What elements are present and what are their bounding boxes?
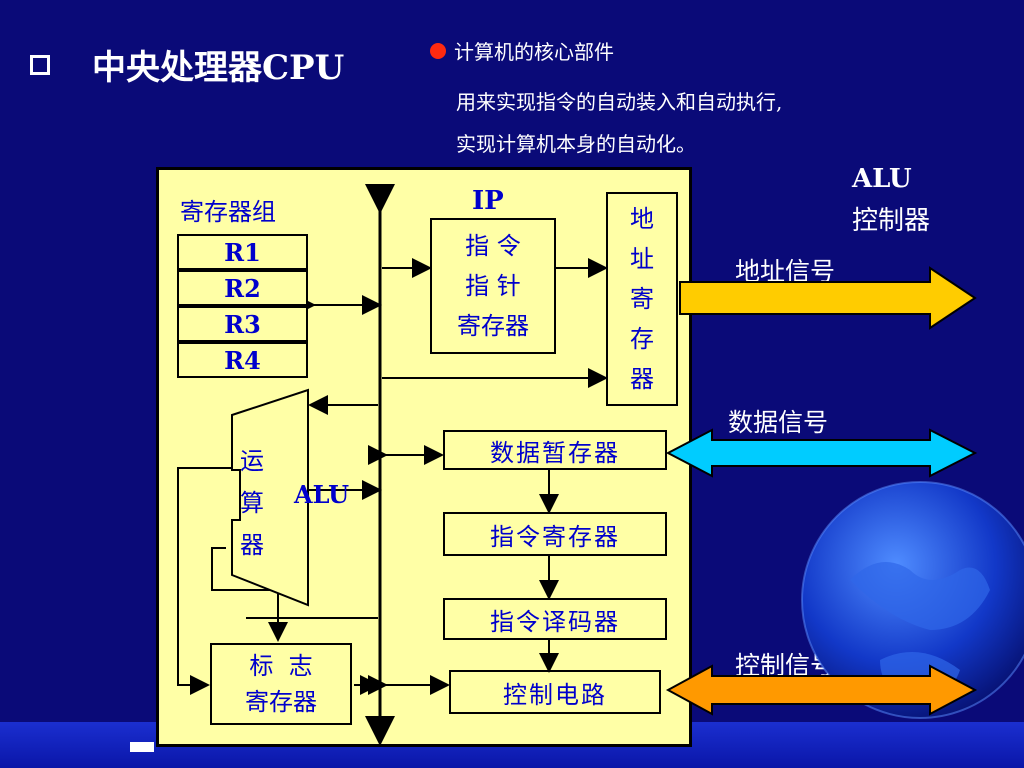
intro-line-2: 实现计算机本身的自动化。 [456, 132, 696, 156]
register-group-label: 寄存器组 [180, 198, 276, 226]
addr-char-2: 址 [630, 245, 654, 273]
globe-icon [801, 481, 1024, 719]
intro-heading: 计算机的核心部件 [430, 36, 614, 65]
address-signal-arrow [679, 266, 977, 330]
control-signal-arrow [665, 664, 978, 716]
red-dot-icon [430, 42, 446, 59]
alu-chars: 运 算 器 [240, 440, 264, 566]
flag-register: 标 志 寄存器 [210, 643, 352, 725]
addr-char-5: 器 [630, 365, 654, 393]
register-r4: R4 [177, 342, 308, 378]
control-circuit: 控制电路 [449, 670, 661, 714]
register-r1: R1 [177, 234, 308, 270]
page-title: 中央处理器CPU [30, 40, 344, 89]
intro-heading-text: 计算机的核心部件 [454, 40, 614, 64]
slide-marker [130, 742, 154, 752]
register-r2: R2 [177, 270, 308, 306]
alu-label: ALU [852, 164, 912, 194]
addr-char-3: 寄 [630, 285, 654, 313]
square-bullet-icon [30, 54, 50, 75]
flag-line-2: 寄存器 [245, 688, 317, 716]
data-signal-label: 数据信号 [728, 408, 829, 437]
data-buffer-register: 数据暂存器 [443, 430, 667, 470]
controller-label: 控制器 [852, 206, 931, 236]
ip-line-1: 指 令 [465, 232, 521, 260]
address-register: 地 址 寄 存 器 [606, 192, 678, 406]
instruction-decoder: 指令译码器 [443, 598, 667, 640]
data-signal-arrow [665, 428, 978, 478]
addr-char-1: 地 [630, 205, 654, 233]
alu-char-2: 算 [240, 489, 264, 517]
alu-shape [231, 388, 309, 607]
alu-char-1: 运 [240, 447, 264, 475]
ip-line-3: 寄存器 [457, 312, 529, 340]
flag-line-1: 标 志 [249, 652, 313, 680]
title-text: 中央处理器CPU [92, 48, 345, 88]
intro-line-1: 用来实现指令的自动装入和自动执行, [456, 90, 783, 114]
register-r3: R3 [177, 306, 308, 342]
ip-label: IP [472, 186, 504, 216]
instruction-pointer-register: 指 令 指 针 寄存器 [430, 218, 556, 354]
addr-char-4: 存 [630, 325, 654, 353]
instruction-register: 指令寄存器 [443, 512, 667, 556]
ip-line-2: 指 针 [465, 272, 521, 300]
alu-text-label: ALU [294, 480, 350, 509]
alu-char-3: 器 [240, 531, 264, 559]
